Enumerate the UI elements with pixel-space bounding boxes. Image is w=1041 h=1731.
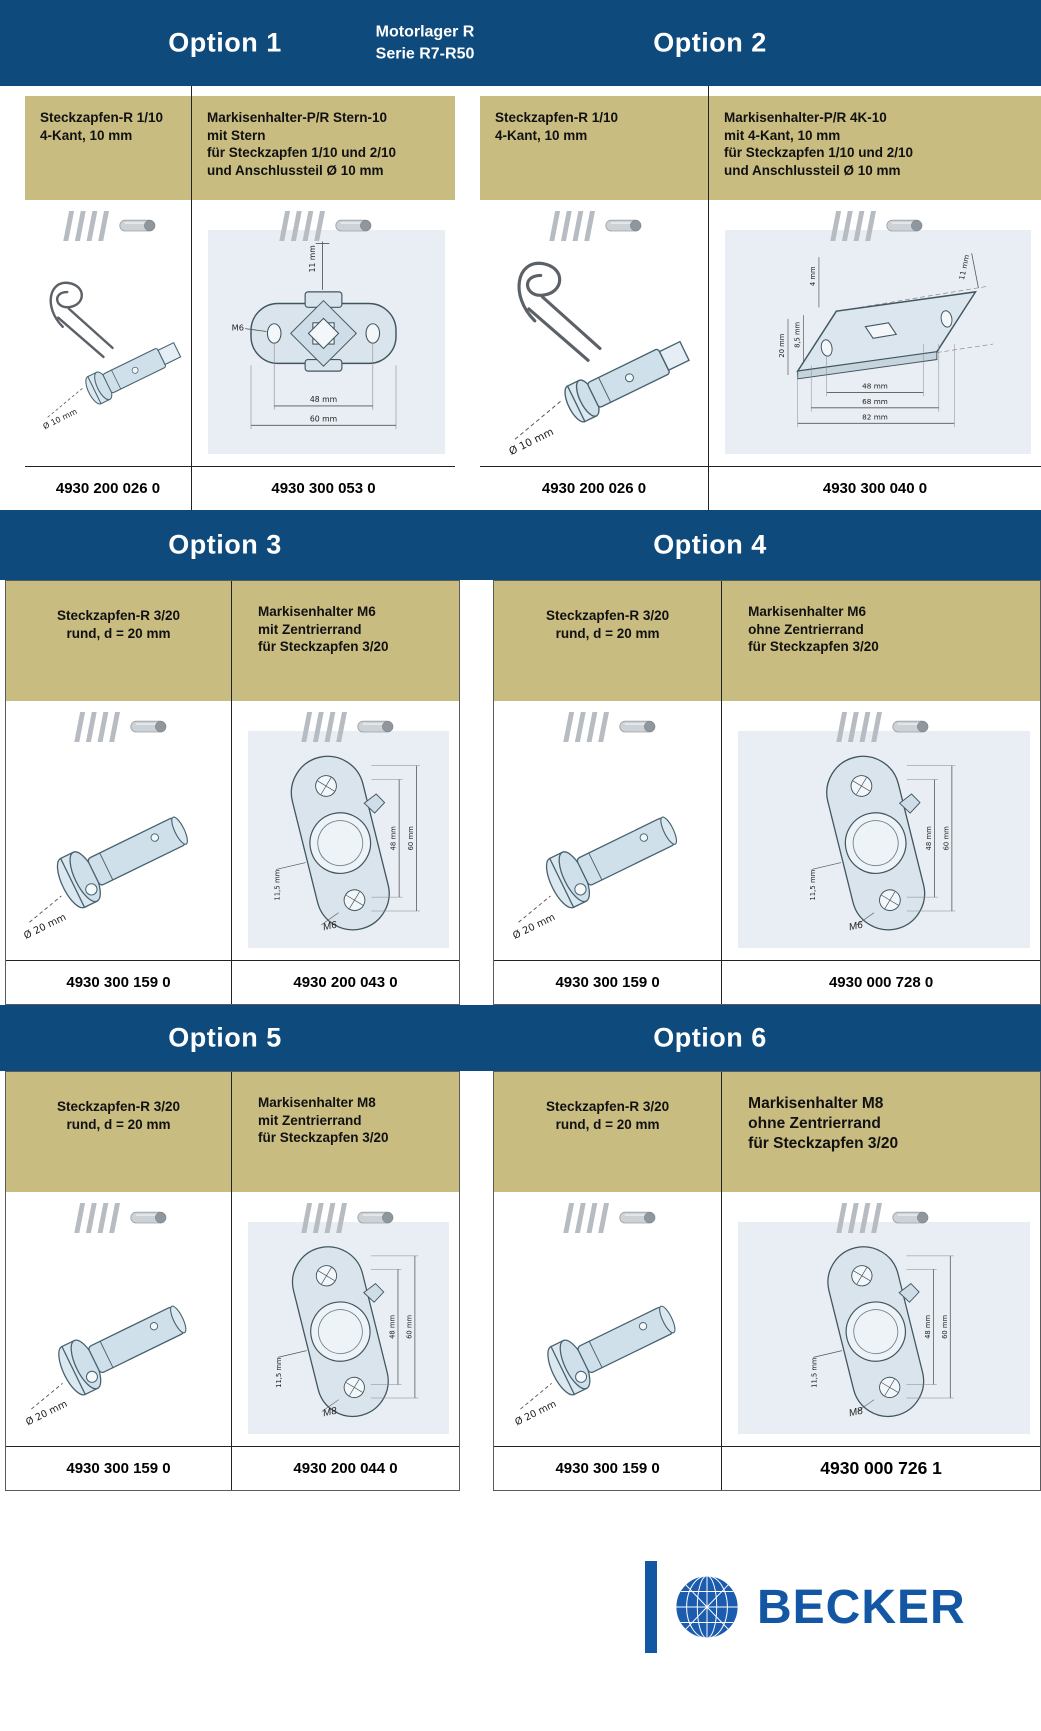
cell-markisenhalter-4k-10: Markisenhalter-P/R 4K-10 mit 4-Kant, 10 … [708,86,1041,510]
option-5-group: Steckzapfen-R 3/20 rund, d = 20 mm 4930 … [5,1071,460,1491]
header-band-1: Option 1 Motorlager R Serie R7-R50 Option… [0,0,1041,86]
series-line-1: Motorlager R [375,23,475,41]
row-option-5-6: Steckzapfen-R 3/20 rund, d = 20 mm 4930 … [0,1071,1041,1491]
product-drawing [192,200,455,466]
header-band-2: Option 3 Option 4 [0,510,1041,580]
product-drawing [494,1192,722,1446]
cell-markisenhalter-m8-ohne: Markisenhalter M8 ohne Zentrierrand für … [721,1072,1040,1490]
option-1-label: Option 1 [168,27,282,58]
product-drawing: M8 [722,1192,1040,1446]
row-option-1-2: Steckzapfen-R 1/10 4-Kant, 10 mm 4930 20… [0,86,1041,510]
product-drawing [25,200,191,466]
product-title: Steckzapfen-R 3/20 rund, d = 20 mm [6,1072,231,1192]
cell-markisenhalter-stern-10: Markisenhalter-P/R Stern-10 mit Stern fü… [191,86,455,510]
option-1-group: Steckzapfen-R 1/10 4-Kant, 10 mm 4930 20… [25,86,455,510]
cell-markisenhalter-m8-mit: Markisenhalter M8 mit Zentrierrand für S… [231,1072,459,1490]
series-line-2: Serie R7-R50 [375,45,475,62]
product-drawing: M6 [722,701,1040,960]
part-number: 4930 300 053 0 [192,466,455,510]
option-3-label: Option 3 [168,529,282,560]
option-4-group: Steckzapfen-R 3/20 rund, d = 20 mm 4930 … [493,580,1041,1005]
part-number: 4930 300 040 0 [709,466,1041,510]
cell-steckzapfen-r-3-20: Steckzapfen-R 3/20 rund, d = 20 mm 4930 … [6,581,231,1004]
product-title: Steckzapfen-R 3/20 rund, d = 20 mm [6,581,231,701]
cell-markisenhalter-m6-ohne: Markisenhalter M6 ohne Zentrierrand für … [721,581,1040,1004]
product-drawing [6,701,231,960]
cell-steckzapfen-r-1-10: Steckzapfen-R 1/10 4-Kant, 10 mm 4930 20… [25,86,191,510]
product-title: Steckzapfen-R 1/10 4-Kant, 10 mm [480,96,708,200]
product-title: Steckzapfen-R 3/20 rund, d = 20 mm [494,581,722,701]
cell-steckzapfen-r-1-10: Steckzapfen-R 1/10 4-Kant, 10 mm 4930 20… [480,86,708,510]
option-2-group: Steckzapfen-R 1/10 4-Kant, 10 mm 4930 20… [480,86,1041,510]
part-number: 4930 000 726 1 [722,1446,1040,1490]
part-number: 4930 300 159 0 [494,1446,722,1490]
part-number: 4930 200 026 0 [25,466,191,510]
cell-markisenhalter-m6-mit: Markisenhalter M6 mit Zentrierrand für S… [231,581,459,1004]
product-drawing: M6 [232,701,459,960]
product-title: Markisenhalter-P/R Stern-10 mit Stern fü… [192,96,455,200]
cell-steckzapfen-r-3-20: Steckzapfen-R 3/20 rund, d = 20 mm 4930 … [494,1072,722,1490]
header-band-3: Option 5 Option 6 [0,1005,1041,1071]
part-number: 4930 300 159 0 [6,1446,231,1490]
footer: BECKER [0,1491,1041,1731]
part-number: 4930 300 159 0 [6,960,231,1004]
footer-accent-bar [645,1561,657,1653]
becker-globe-logo [675,1575,739,1639]
option-2-label: Option 2 [653,27,767,58]
product-title: Steckzapfen-R 3/20 rund, d = 20 mm [494,1072,722,1192]
part-number: 4930 200 044 0 [232,1446,459,1490]
brand-row: BECKER [645,1561,966,1653]
brand-wordmark: BECKER [757,1580,966,1634]
product-title: Markisenhalter M8 ohne Zentrierrand für … [722,1072,1040,1192]
product-drawing: M8 [232,1192,459,1446]
row-option-3-4: Steckzapfen-R 3/20 rund, d = 20 mm 4930 … [0,580,1041,1005]
cell-steckzapfen-r-3-20: Steckzapfen-R 3/20 rund, d = 20 mm 4930 … [6,1072,231,1490]
option-5-label: Option 5 [168,1022,282,1053]
product-title: Markisenhalter M6 mit Zentrierrand für S… [232,581,459,701]
product-title: Markisenhalter M8 mit Zentrierrand für S… [232,1072,459,1192]
part-number: 4930 000 728 0 [722,960,1040,1004]
option-4-label: Option 4 [653,529,767,560]
part-number: 4930 200 043 0 [232,960,459,1004]
cell-steckzapfen-r-3-20: Steckzapfen-R 3/20 rund, d = 20 mm 4930 … [494,581,722,1004]
product-drawing [480,200,708,466]
product-title: Steckzapfen-R 1/10 4-Kant, 10 mm [25,96,191,200]
part-number: 4930 300 159 0 [494,960,722,1004]
series-title: Motorlager R Serie R7-R50 [320,21,530,64]
option-6-group: Steckzapfen-R 3/20 rund, d = 20 mm 4930 … [493,1071,1041,1491]
option-6-label: Option 6 [653,1022,767,1053]
part-number: 4930 200 026 0 [480,466,708,510]
product-drawing [709,200,1041,466]
product-title: Markisenhalter M6 ohne Zentrierrand für … [722,581,1040,701]
option-3-group: Steckzapfen-R 3/20 rund, d = 20 mm 4930 … [5,580,460,1005]
product-title: Markisenhalter-P/R 4K-10 mit 4-Kant, 10 … [709,96,1041,200]
product-drawing [6,1192,231,1446]
product-drawing [494,701,722,960]
